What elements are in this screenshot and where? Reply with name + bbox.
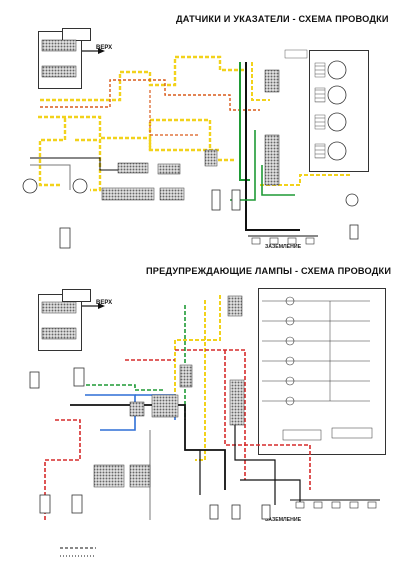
sensor-right — [345, 193, 359, 207]
connector-j — [151, 394, 179, 418]
sender-1 — [59, 227, 71, 249]
signal-box — [331, 427, 373, 439]
connector-p — [129, 401, 145, 417]
connector-e — [264, 69, 280, 93]
sensor-b7 — [261, 504, 271, 520]
ground-connector — [251, 237, 261, 245]
ground-connector — [295, 501, 305, 509]
blue-wire-1 — [85, 394, 136, 431]
meter-label-4 — [314, 143, 326, 159]
meter-title-box — [284, 49, 308, 59]
ecu-connector — [101, 187, 155, 201]
ground-connector — [331, 501, 341, 509]
verh-arrow-head — [98, 48, 105, 54]
connector-b — [41, 65, 77, 78]
black-wire-5 — [234, 420, 276, 505]
yellow-wire-7 — [260, 174, 350, 186]
ground-connector — [349, 501, 359, 509]
gray-wire-1 — [30, 164, 71, 190]
combination-meter-box-2 — [258, 288, 386, 455]
diagram-2-title: ПРЕДУПРЕЖДАЮЩИЕ ЛАМПЫ - СХЕМА ПРОВОДКИ — [146, 266, 392, 276]
connector-label-box-2 — [62, 289, 91, 302]
connector-o — [129, 464, 151, 488]
sensor-left-2 — [72, 178, 88, 194]
gauge-2 — [327, 85, 347, 105]
red-wire-3 — [44, 419, 81, 520]
ground-label-1: ЗАЗЕМЛЕНИЕ — [265, 244, 302, 250]
sensor-b2 — [73, 367, 85, 387]
green-wire-4 — [80, 384, 165, 391]
sensor-b6 — [231, 504, 241, 520]
connector-a — [41, 39, 77, 52]
diagram-1-title: ДАТЧИКИ И УКАЗАТЕЛИ - СХЕМА ПРОВОДКИ — [176, 14, 389, 24]
ecu-connector-2 — [159, 187, 185, 201]
gauge-1 — [327, 60, 347, 80]
yellow-wire-2 — [38, 115, 220, 152]
connector-label-box — [62, 28, 91, 41]
yellow-wire-3 — [38, 118, 67, 187]
connector-h — [41, 301, 77, 314]
sender-2 — [211, 189, 221, 211]
ground-connector — [367, 501, 377, 509]
bottom-diagram — [29, 295, 380, 557]
ground-connector — [287, 237, 297, 245]
connector-f — [264, 134, 280, 186]
green-wire-2 — [230, 130, 256, 201]
ground-connector — [305, 237, 315, 245]
meter-label-1 — [314, 62, 326, 78]
connector-l — [229, 379, 245, 426]
ground-label-2: ЗАЗЕМЛЕНИЕ — [265, 517, 302, 523]
ground-connector — [313, 501, 323, 509]
connector-i — [41, 327, 77, 340]
gauge-3 — [327, 112, 347, 132]
black-wire-6 — [240, 479, 301, 505]
connector-n — [93, 464, 125, 488]
black-wire-2 — [245, 62, 300, 231]
meter-label-2 — [314, 87, 326, 103]
up-direction-label: ВЕРХ — [96, 45, 113, 51]
connector-d — [157, 163, 181, 175]
sensor-left-1 — [22, 178, 38, 194]
yellow-wire-9 — [195, 300, 206, 461]
yellow-wire-1 — [40, 55, 245, 102]
ground-connector — [269, 237, 279, 245]
sensor-b4 — [71, 494, 83, 514]
stabilizer-box — [282, 429, 322, 441]
meter-label-3 — [314, 114, 326, 130]
green-wire-3 — [261, 165, 295, 196]
top-diagram — [22, 39, 359, 249]
connector-g — [204, 149, 218, 167]
yellow-wire-5 — [148, 118, 235, 162]
gauge-4 — [327, 141, 347, 161]
red-wire-1 — [175, 349, 246, 480]
connector-c — [117, 162, 149, 174]
orange-wire-2 — [149, 90, 200, 136]
yellow-wire-6 — [251, 62, 270, 101]
verh-arrow-head-2 — [98, 303, 105, 309]
connector-m — [227, 295, 243, 317]
connector-k — [179, 364, 193, 388]
sensor-b3 — [39, 494, 51, 514]
black-wire-4 — [185, 449, 201, 495]
yellow-wire-8 — [174, 295, 221, 395]
up-direction-label-2: ВЕРХ — [96, 300, 113, 306]
sensor-b5 — [209, 504, 219, 520]
sender-4 — [349, 224, 359, 240]
sensor-b1 — [29, 371, 40, 389]
sender-3 — [231, 189, 241, 211]
